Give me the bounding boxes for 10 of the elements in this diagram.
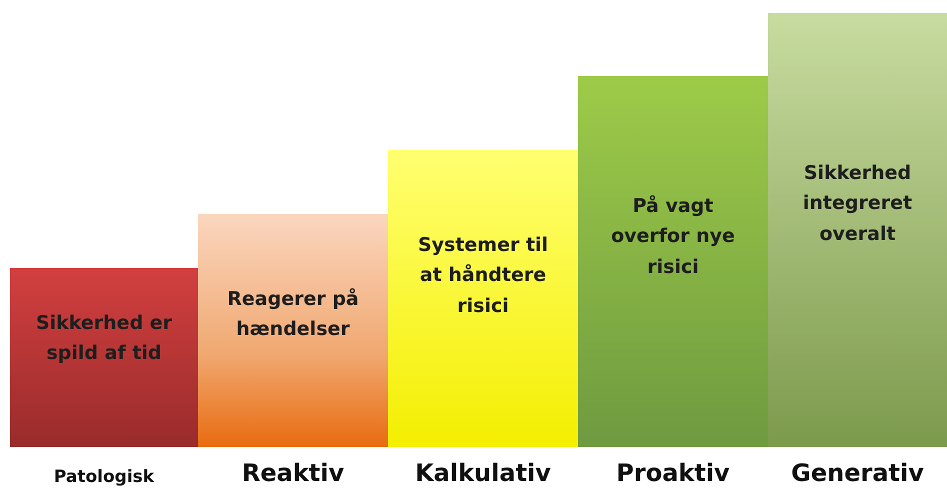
step-heading: Patologisk	[52, 467, 156, 487]
step-description: På vagt overfor nye risici	[610, 194, 736, 280]
step-heading: Kalkulativ	[414, 459, 552, 487]
step-description: Systemer til at håndtere risici	[416, 233, 550, 319]
step-heading: Reaktiv	[240, 459, 346, 487]
step-description: Reagerer på hændelser	[226, 287, 360, 342]
step-description: Sikkerhed er spild af tid	[34, 311, 174, 366]
step-heading: Generativ	[790, 459, 925, 487]
step-description: Sikkerhed integreret overalt	[802, 161, 914, 247]
step-heading: Proaktiv	[615, 459, 731, 487]
